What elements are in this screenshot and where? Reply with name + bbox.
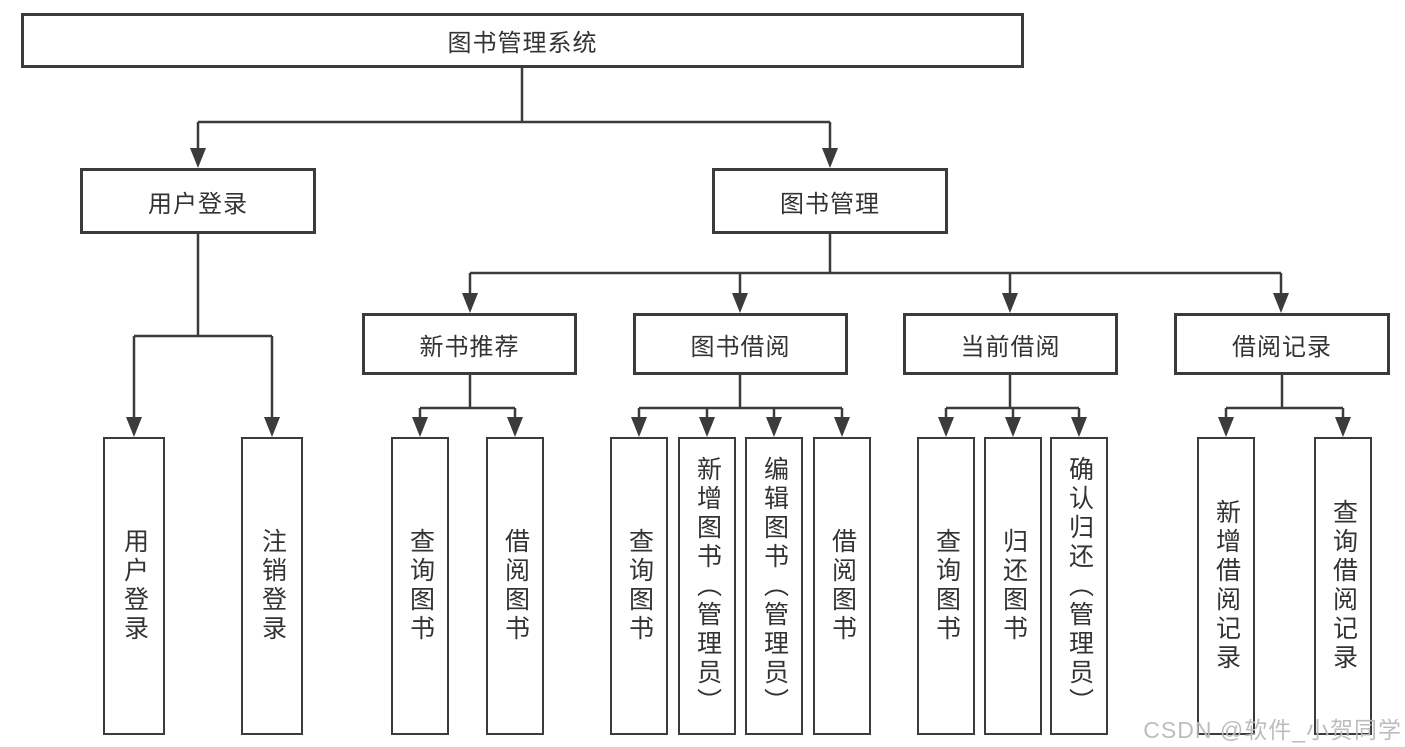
leaf-logout: 注销登录 <box>241 437 303 735</box>
leaf-borrowing-add-books-admin: 新增图书（管理员） <box>678 437 736 735</box>
node-book-borrowing: 图书借阅 <box>633 313 848 375</box>
arrow-down-icon <box>1005 417 1021 437</box>
arrow-down-icon <box>1218 417 1234 437</box>
node-book-management: 图书管理 <box>712 168 948 234</box>
arrow-down-icon <box>732 293 748 313</box>
arrow-down-icon <box>1273 293 1289 313</box>
leaf-records-add-record: 新增借阅记录 <box>1197 437 1255 735</box>
leaf-records-query-record: 查询借阅记录 <box>1314 437 1372 735</box>
arrow-down-icon <box>507 417 523 437</box>
node-borrowing-records: 借阅记录 <box>1174 313 1390 375</box>
leaf-current-confirm-return-admin: 确认归还（管理员） <box>1050 437 1108 735</box>
leaf-recommend-borrow-books: 借阅图书 <box>486 437 544 735</box>
arrow-down-icon <box>462 293 478 313</box>
arrow-down-icon <box>264 417 280 437</box>
leaf-current-query-books: 查询图书 <box>917 437 975 735</box>
leaf-borrowing-borrow-books: 借阅图书 <box>813 437 871 735</box>
leaf-user-login: 用户登录 <box>103 437 165 735</box>
csdn-watermark: CSDN @软件_小贺同学 <box>1143 717 1402 743</box>
leaf-borrowing-query-books: 查询图书 <box>610 437 668 735</box>
arrow-down-icon <box>699 417 715 437</box>
arrow-down-icon <box>190 148 206 168</box>
arrow-down-icon <box>1335 417 1351 437</box>
node-user-login: 用户登录 <box>80 168 316 234</box>
leaf-current-return-books: 归还图书 <box>984 437 1042 735</box>
leaf-recommend-query-books: 查询图书 <box>391 437 449 735</box>
arrow-down-icon <box>412 417 428 437</box>
node-new-book-recommend: 新书推荐 <box>362 313 577 375</box>
arrow-down-icon <box>1002 293 1018 313</box>
arrow-down-icon <box>766 417 782 437</box>
arrow-down-icon <box>822 148 838 168</box>
arrow-down-icon <box>1071 417 1087 437</box>
arrow-down-icon <box>631 417 647 437</box>
arrow-down-icon <box>834 417 850 437</box>
node-current-borrowing: 当前借阅 <box>903 313 1118 375</box>
node-root: 图书管理系统 <box>21 13 1024 68</box>
leaf-borrowing-edit-books-admin: 编辑图书（管理员） <box>745 437 803 735</box>
arrow-down-icon <box>126 417 142 437</box>
arrow-down-icon <box>938 417 954 437</box>
